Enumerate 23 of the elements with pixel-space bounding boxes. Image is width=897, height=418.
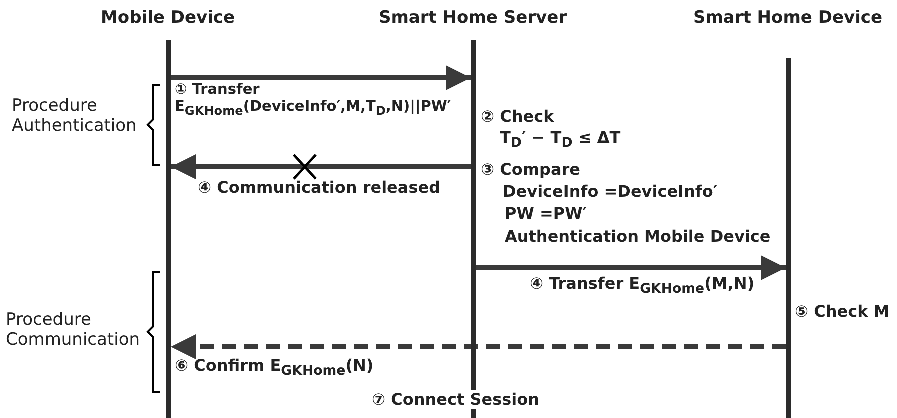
formula: T$_{D}$′ − T$_{D}$ ≤ ΔT <box>500 128 621 152</box>
step-label: ⑤ Check M <box>795 302 890 322</box>
arrow <box>171 66 471 90</box>
participant-name: Mobile Device <box>100 8 236 28</box>
formula: PW =PW′ <box>505 204 587 224</box>
formula: DeviceInfo =DeviceInfo′ <box>503 182 718 202</box>
lifeline <box>786 58 791 418</box>
phase-label: Procedure Authentication <box>12 96 138 137</box>
phase-label: Procedure Communication <box>6 310 141 351</box>
step-label: ⑦ Connect Session <box>372 390 540 410</box>
participant-name: Smart Home Server <box>378 8 568 28</box>
message-label: ⑥ Confirm E$_{GK}$$_{Home}$(N) <box>175 356 374 380</box>
step-label: ② Check <box>481 107 554 126</box>
arrow <box>476 256 786 280</box>
lifeline <box>166 40 171 418</box>
participant-name: Smart Home Device <box>693 8 883 28</box>
message-label: ④ Communication released <box>198 178 441 198</box>
message-label: ④ Transfer E$_{GK}$$_{Home}$(M,N) <box>530 274 755 298</box>
message-label: ① Transfer E$_{GK}$$_{Home}$(DeviceInfo′,M,T$_{D}$,N)||PW′ <box>175 82 452 119</box>
step-label: Authentication Mobile Device <box>505 227 771 246</box>
arrow <box>171 334 786 360</box>
arrow <box>171 154 471 180</box>
step-label: ③ Compare <box>481 160 581 180</box>
